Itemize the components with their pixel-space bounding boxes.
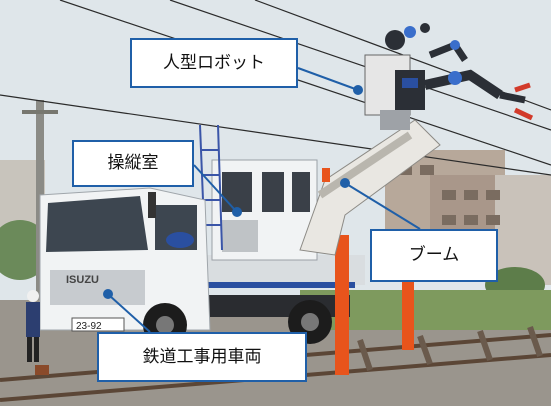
- callout-cabin-label: 操縦室: [107, 153, 159, 173]
- cabin-window-2: [262, 172, 284, 212]
- worker-figure: [26, 290, 40, 362]
- cabin-window-3: [292, 172, 310, 212]
- humanoid-robot: [364, 23, 534, 130]
- callout-vehicle-label: 鉄道工事用車両: [142, 346, 262, 367]
- building-far-right: [495, 175, 551, 285]
- cabin-seat: [222, 220, 258, 252]
- truck-bed-stripe: [205, 282, 355, 288]
- outrigger-rear: [402, 280, 414, 350]
- callout-cabin: 操縦室: [72, 140, 194, 187]
- ground-equipment: [35, 365, 49, 375]
- callout-robot-label: 人型ロボット: [163, 52, 265, 73]
- cab-logo: [166, 232, 194, 248]
- callout-boom: ブーム: [370, 229, 498, 282]
- callout-vehicle: 鉄道工事用車両: [97, 332, 307, 382]
- plate-text: 23-92: [76, 321, 102, 332]
- outrigger-front: [335, 235, 349, 375]
- windshield: [46, 196, 148, 252]
- brand-text: ISUZU: [66, 274, 99, 286]
- cabin-window-1: [222, 172, 252, 212]
- side-mirror: [148, 192, 156, 218]
- sleepers: [357, 326, 543, 371]
- callout-robot: 人型ロボット: [130, 38, 298, 88]
- callout-boom-label: ブーム: [408, 245, 460, 265]
- pole-crossbar: [22, 110, 58, 114]
